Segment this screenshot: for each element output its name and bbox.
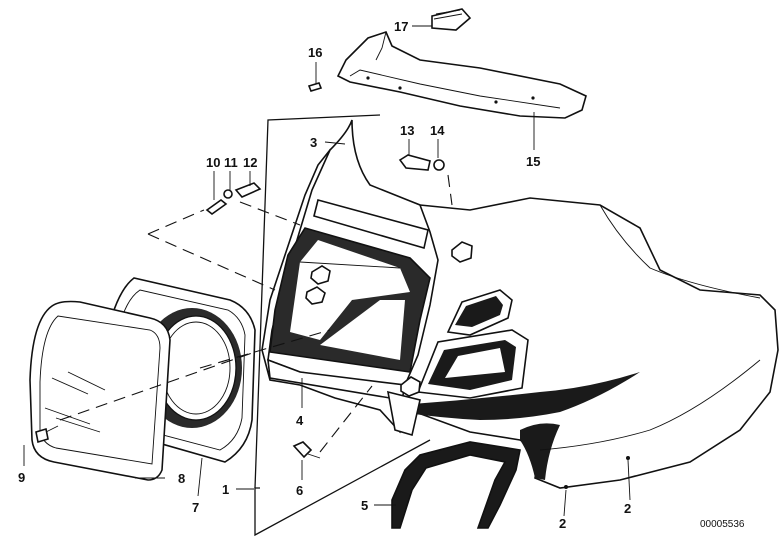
callout-1: 1 (222, 482, 229, 497)
callout-2: 2 (624, 501, 631, 516)
windscreen-trim (336, 31, 587, 119)
callout-7: 7 (192, 500, 199, 515)
callout-5: 5 (361, 498, 368, 513)
clip-part (431, 8, 472, 31)
washer-11 (223, 189, 233, 199)
callout-10: 10 (206, 155, 220, 170)
screw-9 (35, 425, 59, 444)
screw-6 (292, 441, 321, 459)
callout-12: 12 (243, 155, 257, 170)
callout-6: 6 (296, 483, 303, 498)
callout-3: 3 (310, 135, 317, 150)
washer-14 (433, 159, 445, 171)
leader-lines (23, 25, 631, 537)
callout-17: 17 (394, 19, 408, 34)
bolt-12 (234, 182, 262, 198)
callout-14: 14 (430, 123, 445, 138)
callout-2: 2 (559, 516, 566, 531)
callout-8: 8 (178, 471, 185, 486)
document-number: 00005536 (700, 519, 745, 530)
callout-4: 4 (296, 413, 304, 428)
bracket-10 (205, 198, 228, 216)
bolt-13 (398, 154, 431, 171)
callout-9: 9 (18, 470, 25, 485)
callout-15: 15 (526, 154, 540, 169)
callout-16: 16 (308, 45, 322, 60)
gasket-5 (391, 441, 521, 529)
callout-13: 13 (400, 123, 414, 138)
headlight-lens (29, 300, 171, 481)
screw-16 (307, 82, 323, 92)
callout-11: 11 (224, 155, 238, 170)
